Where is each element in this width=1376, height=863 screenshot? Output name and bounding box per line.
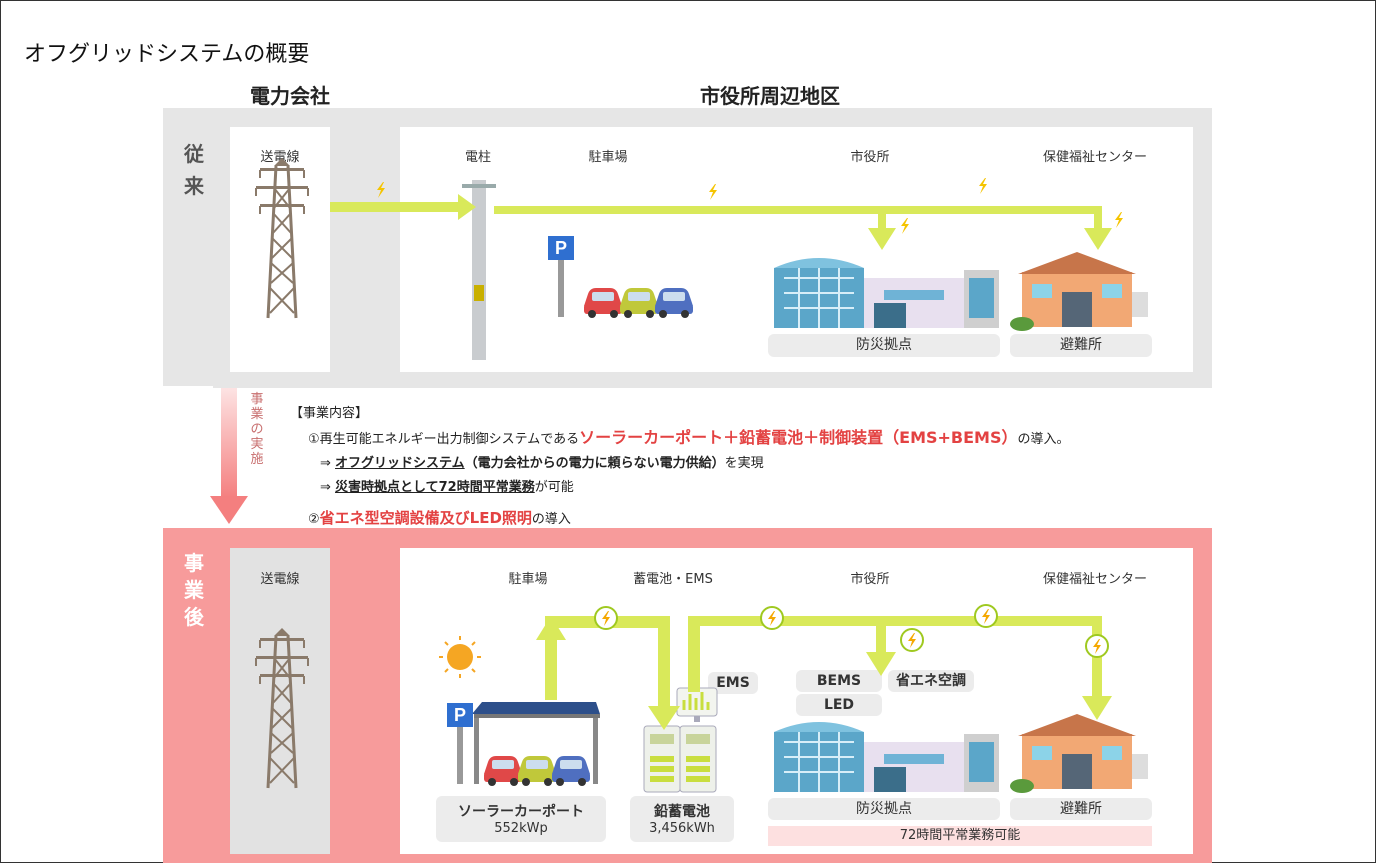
implementation-label: 事 業 の 実 施 bbox=[226, 392, 288, 467]
implementation-arrow bbox=[210, 388, 248, 524]
business-line-3: ⇒ 災害時拠点として72時間平常業務が可能 bbox=[320, 476, 1070, 500]
car-red-after bbox=[484, 756, 522, 786]
line1-highlight: ソーラーカーポート＋鉛蓄電池＋制御装置（EMS+BEMS） bbox=[579, 428, 1018, 447]
line3-suffix: が可能 bbox=[534, 480, 574, 495]
line3-arrow: ⇒ bbox=[320, 480, 336, 495]
parking-sign-letter-before: P bbox=[555, 238, 567, 258]
line2-arrow: ⇒ bbox=[320, 456, 336, 471]
shelter-label-after: 避難所 bbox=[1010, 798, 1152, 820]
impl-char-1: 事 bbox=[250, 392, 264, 407]
car-yellow-after bbox=[518, 756, 556, 786]
line4-highlight: 省エネ型空調設備及びLED照明 bbox=[319, 509, 532, 527]
car-blue-before bbox=[655, 288, 693, 318]
before-band-extension bbox=[213, 380, 1212, 388]
diagram-title: オフグリッドシステムの概要 bbox=[24, 42, 310, 67]
bolt-circle-icon-3 bbox=[974, 604, 998, 628]
line1-prefix: ①再生可能エネルギー出力制御システムである bbox=[308, 432, 580, 447]
district-panel-before bbox=[400, 127, 1193, 372]
header-utility: 電力会社 bbox=[250, 84, 330, 108]
line4-suffix: の導入 bbox=[531, 512, 571, 527]
bolt-circle-icon-5 bbox=[1085, 634, 1109, 658]
impl-char-2: 業 bbox=[250, 407, 264, 422]
bolt-icon-4 bbox=[901, 218, 909, 234]
header-district: 市役所周辺地区 bbox=[700, 84, 840, 108]
bolt-circle-icon-2 bbox=[760, 606, 784, 630]
after-label: 事 業 後 bbox=[163, 528, 225, 660]
battery-ems-label: 蓄電池・EMS bbox=[633, 572, 713, 587]
line3-bold: 災害時拠点として72時間平常業務 bbox=[335, 480, 535, 495]
bolt-circle-icon-4 bbox=[900, 628, 924, 652]
after-label-char-1: 事 bbox=[184, 551, 204, 575]
ems-tag: EMS bbox=[708, 672, 758, 694]
parking-sign-after: P bbox=[447, 703, 473, 784]
line4-prefix: ② bbox=[308, 512, 320, 527]
utility-panel-after bbox=[230, 548, 330, 854]
business-heading: 【事業内容】 bbox=[290, 406, 369, 421]
bems-tag: BEMS bbox=[796, 670, 882, 692]
transmission-tower-after bbox=[254, 626, 310, 790]
transmission-tower-before bbox=[254, 156, 310, 320]
line2-bold: オフグリッドシステム bbox=[335, 456, 465, 471]
city-hall-building-before bbox=[773, 257, 1000, 329]
parking-label-after: 駐車場 bbox=[508, 572, 548, 587]
line1-suffix: の導入。 bbox=[1017, 432, 1070, 447]
disaster-base-label-after: 防災拠点 bbox=[768, 798, 1000, 820]
parking-sign-letter-after: P bbox=[454, 705, 466, 725]
solar-carport-illustration bbox=[472, 702, 600, 784]
led-tag: LED bbox=[796, 694, 882, 716]
parking-sign-before: P bbox=[548, 236, 574, 317]
city-hall-building-after bbox=[773, 721, 1000, 793]
solar-carport-card: ソーラーカーポート 552kWp bbox=[436, 796, 606, 842]
car-red-before bbox=[584, 288, 622, 318]
solar-carport-value: 552kWp bbox=[494, 821, 548, 836]
city-hall-label-after: 市役所 bbox=[850, 572, 890, 587]
bolt-icon-2 bbox=[709, 184, 717, 200]
business-line-2: ⇒ オフグリッドシステム（電力会社からの電力に頼らない電力供給）を実現 bbox=[320, 452, 1070, 476]
utility-pole bbox=[462, 180, 496, 360]
sun-icon bbox=[439, 636, 481, 678]
impl-char-3: の bbox=[250, 422, 264, 437]
battery-value: 3,456kWh bbox=[649, 821, 715, 836]
solar-carport-name: ソーラーカーポート bbox=[458, 804, 584, 820]
impl-char-5: 施 bbox=[250, 452, 264, 467]
battery-name: 鉛蓄電池 bbox=[654, 804, 710, 820]
pole-label: 電柱 bbox=[464, 150, 491, 165]
ems-monitor-icon bbox=[676, 687, 718, 722]
bolt-icon-1 bbox=[377, 182, 385, 198]
transmission-label-before: 送電線 bbox=[260, 150, 300, 165]
welfare-center-label-before: 保健福祉センター bbox=[1042, 150, 1147, 165]
power-flow-before bbox=[330, 194, 1112, 250]
bolt-circle-icon-1 bbox=[594, 606, 618, 630]
car-yellow-before bbox=[620, 288, 658, 318]
welfare-center-label-after: 保健福祉センター bbox=[1042, 572, 1147, 587]
bolt-icon-5 bbox=[1115, 212, 1123, 228]
parking-label-before: 駐車場 bbox=[588, 150, 628, 165]
line2-paren: （電力会社からの電力に頼らない電力供給） bbox=[464, 456, 725, 471]
battery-card: 鉛蓄電池 3,456kWh bbox=[630, 796, 734, 842]
battery-unit-right bbox=[679, 725, 717, 793]
bolt-icon-3 bbox=[979, 178, 987, 194]
battery-unit-left bbox=[643, 725, 681, 793]
car-blue-after bbox=[552, 756, 590, 786]
welfare-center-building-before bbox=[1010, 252, 1148, 331]
business-continuity-banner: 72時間平常業務可能 bbox=[768, 826, 1152, 846]
after-label-char-3: 後 bbox=[184, 605, 204, 629]
before-label-char-2: 来 bbox=[184, 174, 204, 198]
line2-suffix: を実現 bbox=[724, 456, 764, 471]
before-label-char-1: 従 bbox=[184, 142, 204, 166]
power-flow-after bbox=[536, 616, 1112, 730]
after-label-char-2: 業 bbox=[184, 578, 204, 602]
business-line-4: ②省エネ型空調設備及びLED照明の導入 bbox=[308, 506, 1070, 532]
impl-char-4: 実 bbox=[250, 437, 264, 452]
before-label: 従 来 bbox=[163, 118, 225, 226]
city-hall-label-before: 市役所 bbox=[850, 150, 890, 165]
business-content: 【事業内容】 ①再生可能エネルギー出力制御システムであるソーラーカーポート＋鉛蓄… bbox=[290, 402, 1070, 532]
transmission-label-after: 送電線 bbox=[260, 572, 300, 587]
welfare-center-building-after bbox=[1010, 714, 1148, 793]
disaster-base-label-before: 防災拠点 bbox=[768, 334, 1000, 357]
business-line-1: ①再生可能エネルギー出力制御システムであるソーラーカーポート＋鉛蓄電池＋制御装置… bbox=[308, 426, 1070, 452]
shelter-label-before: 避難所 bbox=[1010, 334, 1152, 357]
eco-ac-tag: 省エネ空調 bbox=[888, 670, 974, 692]
